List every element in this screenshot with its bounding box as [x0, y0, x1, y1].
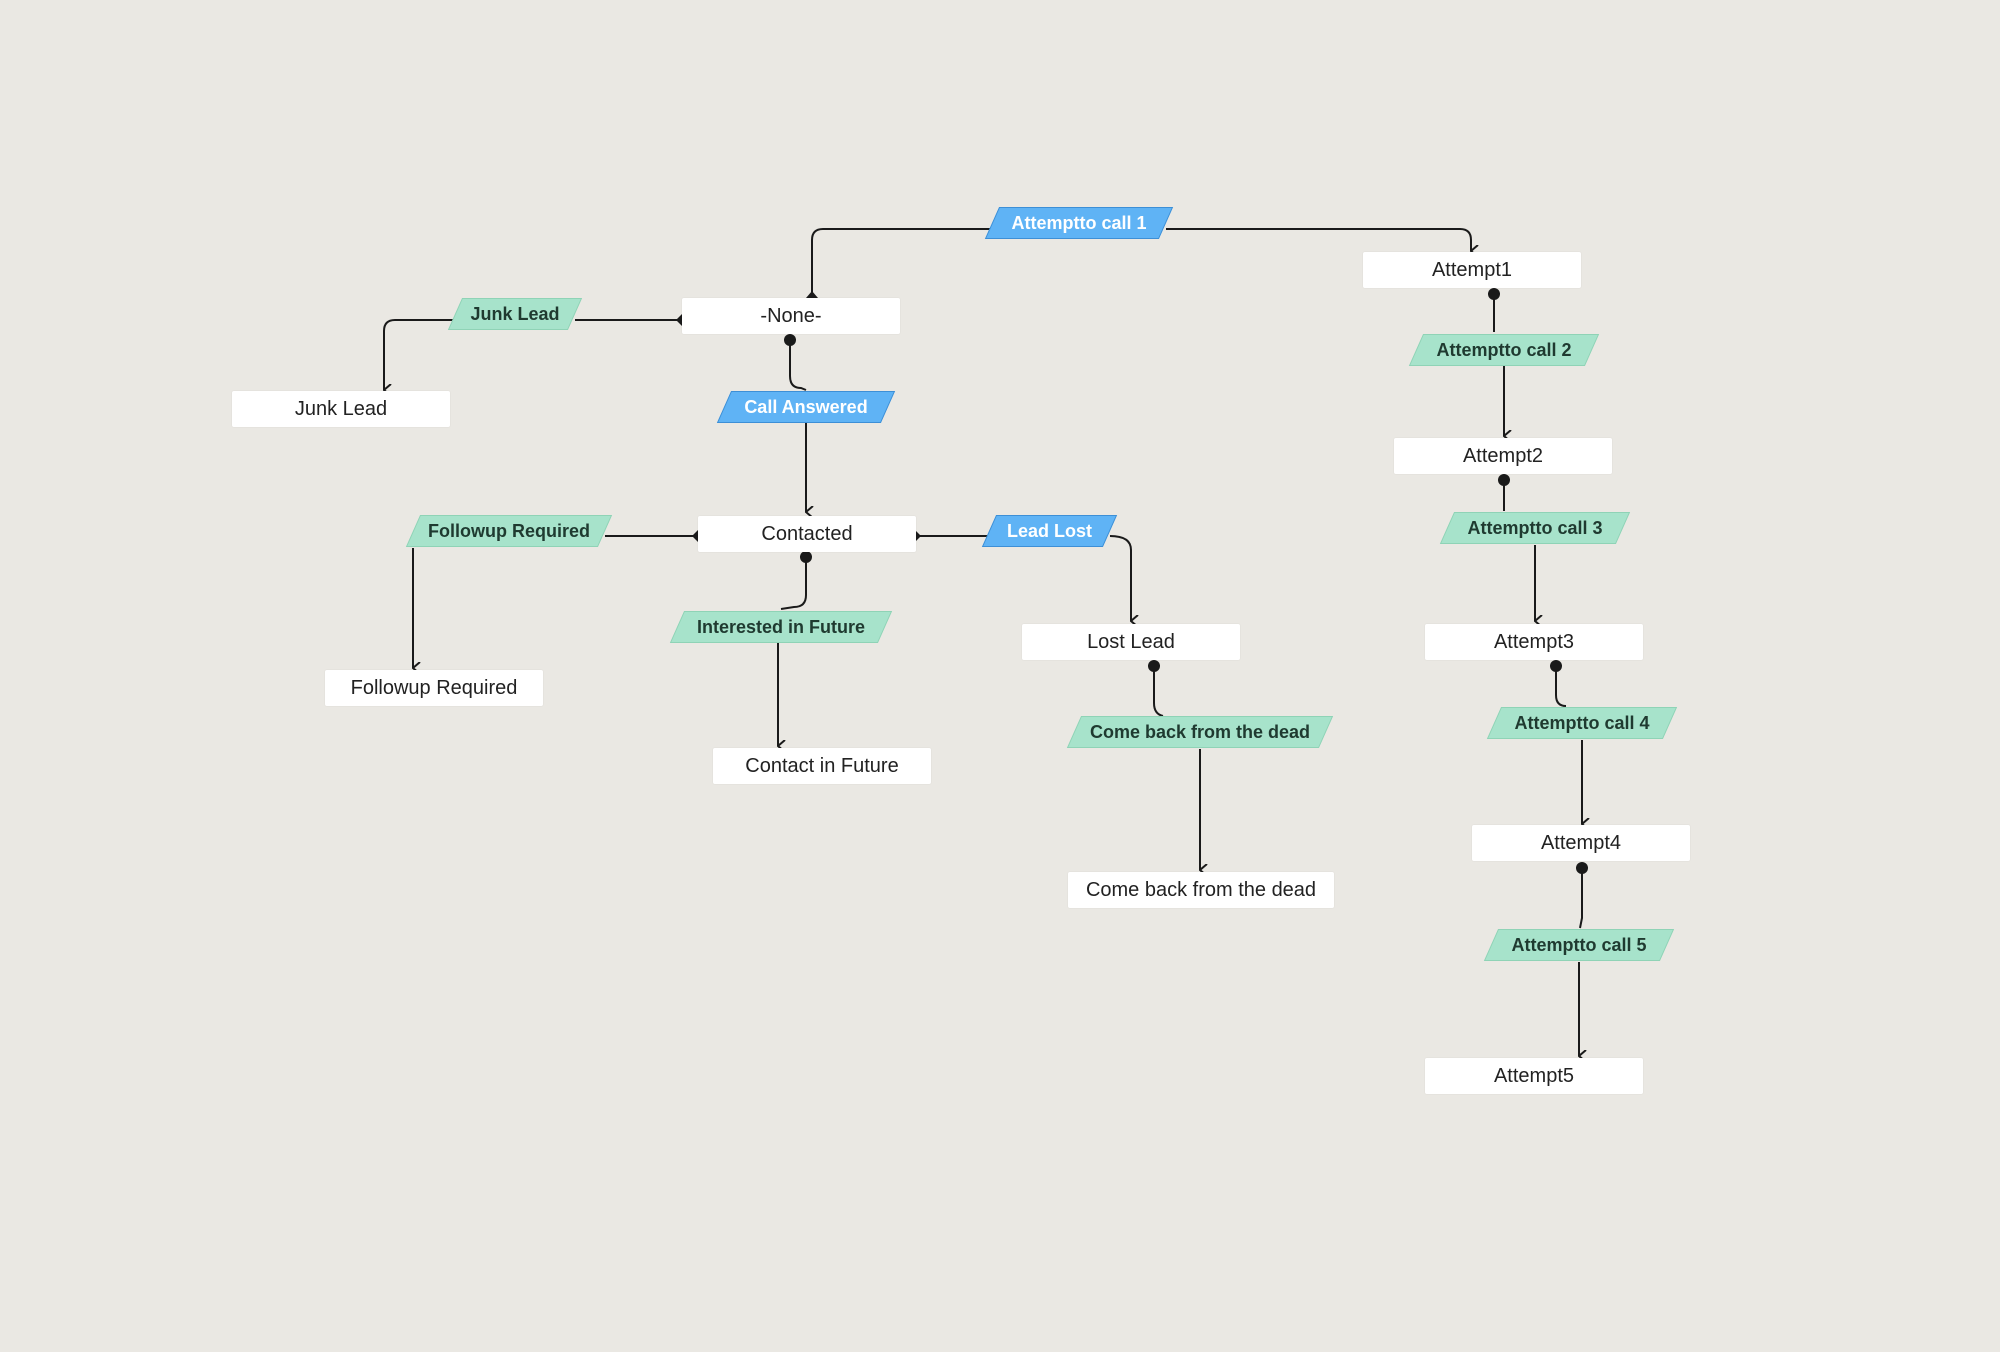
transition-interested-in-future[interactable]: Interested in Future [669, 611, 893, 643]
transition-call-answered[interactable]: Call Answered [716, 391, 896, 423]
connector-none-to-call-answered [789, 341, 807, 391]
port-none-left [676, 314, 682, 326]
port-contacted-bottom [800, 551, 812, 563]
connector-none-to-attempt-call-1 [811, 228, 992, 294]
transition-label: Call Answered [744, 396, 868, 417]
connector-attempt3-to-call-4 [1555, 668, 1567, 707]
transition-attempt-call-1[interactable]: Attemptto call 1 [984, 207, 1174, 239]
port-attempt3-bottom [1550, 660, 1562, 672]
transition-label: Come back from the dead [1089, 721, 1311, 742]
port-lost-lead-bottom [1148, 660, 1160, 672]
port-contacted-right [915, 530, 921, 542]
transition-attempt-call-3[interactable]: Attemptto call 3 [1439, 512, 1631, 544]
port-attempt2-bottom [1498, 474, 1510, 486]
state-attempt2[interactable]: Attempt2 [1394, 438, 1612, 474]
state-come-back-from-the-dead[interactable]: Come back from the dead [1068, 872, 1334, 908]
connector-ports [676, 288, 1588, 874]
connector-attempt4-to-call-5 [1579, 870, 1583, 929]
state-attempt1[interactable]: Attempt1 [1363, 252, 1581, 288]
transition-label: Attemptto call 4 [1514, 712, 1650, 733]
state-attempt3[interactable]: Attempt3 [1425, 624, 1643, 660]
transition-label: Attemptto call 3 [1467, 517, 1603, 538]
connector-lost-lead-to-come-back [1153, 666, 1164, 717]
transition-label: Followup Required [428, 520, 590, 541]
port-none-top [806, 291, 818, 298]
transition-attempt-call-2[interactable]: Attemptto call 2 [1408, 334, 1600, 366]
state-contact-in-future[interactable]: Contact in Future [713, 748, 931, 784]
state-lost-lead[interactable]: Lost Lead [1022, 624, 1240, 660]
connector-contacted-to-interested [780, 558, 807, 610]
port-contacted-left [692, 530, 698, 542]
transition-come-back-from-the-dead[interactable]: Come back from the dead [1066, 716, 1334, 748]
state-followup-required[interactable]: Followup Required [325, 670, 543, 706]
state-none[interactable]: -None- [682, 298, 900, 334]
connector-attempt-call-1-to-attempt1 [1166, 228, 1471, 251]
state-junk-lead[interactable]: Junk Lead [232, 391, 450, 427]
transition-label: Attemptto call 2 [1436, 339, 1572, 360]
transition-attempt-call-4[interactable]: Attemptto call 4 [1486, 707, 1678, 739]
transition-label: Interested in Future [696, 616, 866, 637]
state-attempt5[interactable]: Attempt5 [1425, 1058, 1643, 1094]
transition-lead-lost[interactable]: Lead Lost [981, 515, 1118, 547]
port-attempt1-bottom [1488, 288, 1500, 300]
transition-attempt-call-5[interactable]: Attemptto call 5 [1483, 929, 1675, 961]
state-contacted[interactable]: Contacted [698, 516, 916, 552]
port-attempt4-bottom [1576, 862, 1588, 874]
transition-label: Attemptto call 1 [1011, 212, 1147, 233]
transition-label: Lead Lost [1006, 520, 1092, 541]
state-attempt4[interactable]: Attempt4 [1472, 825, 1690, 861]
transition-followup-required[interactable]: Followup Required [405, 515, 613, 547]
connector-junk-lead-transition-to-junk-lead [383, 319, 455, 390]
port-none-bottom [784, 334, 796, 346]
transition-junk-lead[interactable]: Junk Lead [447, 298, 583, 330]
connector-lead-lost-to-lost-lead [1109, 535, 1131, 621]
transition-label: Junk Lead [470, 303, 560, 324]
transition-label: Attemptto call 5 [1511, 934, 1647, 955]
